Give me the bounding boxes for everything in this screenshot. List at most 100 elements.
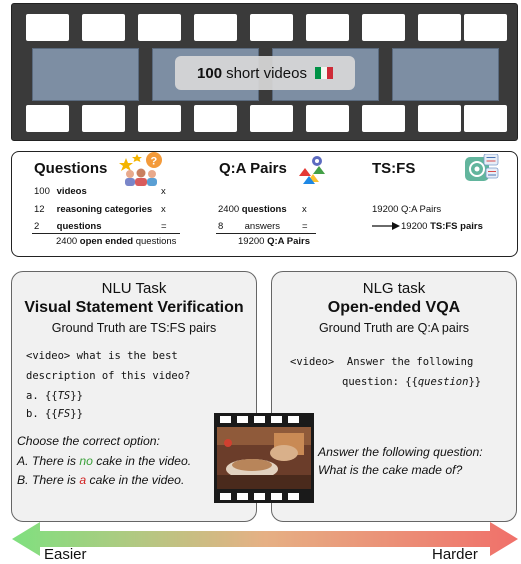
video-film-strip: 100 short videos [11,3,518,141]
stat-label: questions [241,204,287,215]
total-rest: questions [135,236,177,247]
stat-label: videos [56,186,87,197]
nlu-instruction: Choose the correct option: [17,434,160,448]
tsfs-line2-num: 19200 [401,221,428,232]
film-hole [418,105,461,132]
opt-prefix: a. {{ [26,390,58,402]
stat-row: 2400 questions [218,204,287,215]
nlu-prompt-line1: <video> what is the best [26,350,178,362]
nlg-prompt-line2: question: {{question}} [342,376,481,388]
divider [216,233,316,234]
qa-pairs-title: Q:A Pairs [219,160,287,177]
answer-post: cake in the video. [92,454,192,468]
film-hole [250,105,293,132]
stat-op: x [161,186,166,197]
nlg-answer-line1: Answer the following question: [318,445,483,459]
questions-title: Questions [34,160,108,177]
film-hole [138,14,181,41]
network-nodes-icon [299,156,325,184]
nlg-task-label: NLG task [362,280,426,297]
nlu-option-b: b. {{FS}} [26,408,83,420]
nlg-ground-truth: Ground Truth are Q:A pairs [318,321,470,335]
prompt-post: }} [468,376,482,388]
answer-pre: B. There is [17,473,80,487]
stat-total: 2400 open ended questions [56,236,176,247]
nlu-option-a: a. {{TS}} [26,390,83,402]
harder-label: Harder [432,546,478,563]
total-num: 19200 [238,236,265,247]
svg-text:?: ? [151,156,158,168]
answer-key: no [79,454,93,468]
arrow-right-icon [372,222,400,230]
people-question-icon: ? [119,152,162,186]
video-count: 100 [197,64,223,82]
film-hole [362,105,405,132]
opt-prefix: b. {{ [26,408,58,420]
stat-row: 8 answers [218,221,280,232]
stat-op: x [302,204,307,215]
opt-var: TS [57,390,71,402]
nlu-answer-b: B. There is a cake in the video. [17,473,184,487]
tsfs-title: TS:FS [372,160,416,177]
stat-op: x [161,204,166,215]
dataset-stats-box: Questions ? 100 videos x 12 reasoning ca… [11,151,518,257]
nlu-answer-a: A. There is no cake in the video. [17,454,191,468]
prompt-var: question [417,376,469,388]
prompt-pre: question: {{ [342,376,418,388]
answer-post: cake in the video. [86,473,185,487]
video-count-label: 100 short videos [175,56,355,90]
video-count-text: short videos [226,64,307,82]
film-hole [306,105,349,132]
nlu-prompt-line2: description of this video? [26,370,191,382]
stat-total: 19200 Q:A Pairs [238,236,310,247]
tsfs-line2: 19200 TS:FS pairs [401,221,483,232]
italy-flag-icon [314,67,333,79]
stat-label: answers [244,221,281,232]
tsfs-line2-bold: TS:FS pairs [430,221,483,232]
stat-num: 100 [34,186,50,197]
film-hole [26,105,69,132]
difficulty-arrow [12,522,518,556]
film-hole [306,14,349,41]
stat-num: 12 [34,204,45,215]
video-frame [392,48,499,101]
stat-num: 2 [34,221,40,232]
easier-label: Easier [44,546,87,563]
film-hole [194,14,237,41]
nlg-task-name: Open-ended VQA [327,299,461,316]
film-hole [138,105,181,132]
nlg-prompt-line1: <video> Answer the following [290,356,474,368]
film-hole [194,105,237,132]
opt-var: FS [57,408,71,420]
stat-op: = [161,221,167,232]
nlu-task-name: Visual Statement Verification [24,299,244,316]
stat-num: 2400 [218,204,240,215]
tsfs-line1: 19200 Q:A Pairs [372,204,442,215]
stat-num: 8 [218,221,224,232]
stat-row: 100 videos [34,186,87,197]
total-bold: open ended [79,236,134,247]
opt-close: }} [70,408,83,420]
film-hole [362,14,405,41]
film-hole [250,14,293,41]
nlu-task-label: NLU Task [101,280,167,297]
nlg-answer-line2: What is the cake made of? [318,463,463,477]
divider [32,233,180,234]
chatgpt-logo-icon [465,154,499,181]
stat-label: questions [56,221,102,232]
opt-close: }} [70,390,83,402]
total-bold: Q:A Pairs [267,236,311,247]
film-hole [464,14,507,41]
film-hole [418,14,461,41]
nlu-ground-truth: Ground Truth are TS:FS pairs [51,321,217,335]
video-film-icon [214,413,314,503]
video-frame [32,48,139,101]
stat-label: reasoning categories [56,204,153,215]
film-hole [464,105,507,132]
film-hole [82,14,125,41]
answer-key: a [79,473,87,487]
stat-row: 12 reasoning categories [34,204,152,215]
stat-row: 2 questions [34,221,102,232]
answer-pre: A. There is [17,454,80,468]
film-hole [26,14,69,41]
